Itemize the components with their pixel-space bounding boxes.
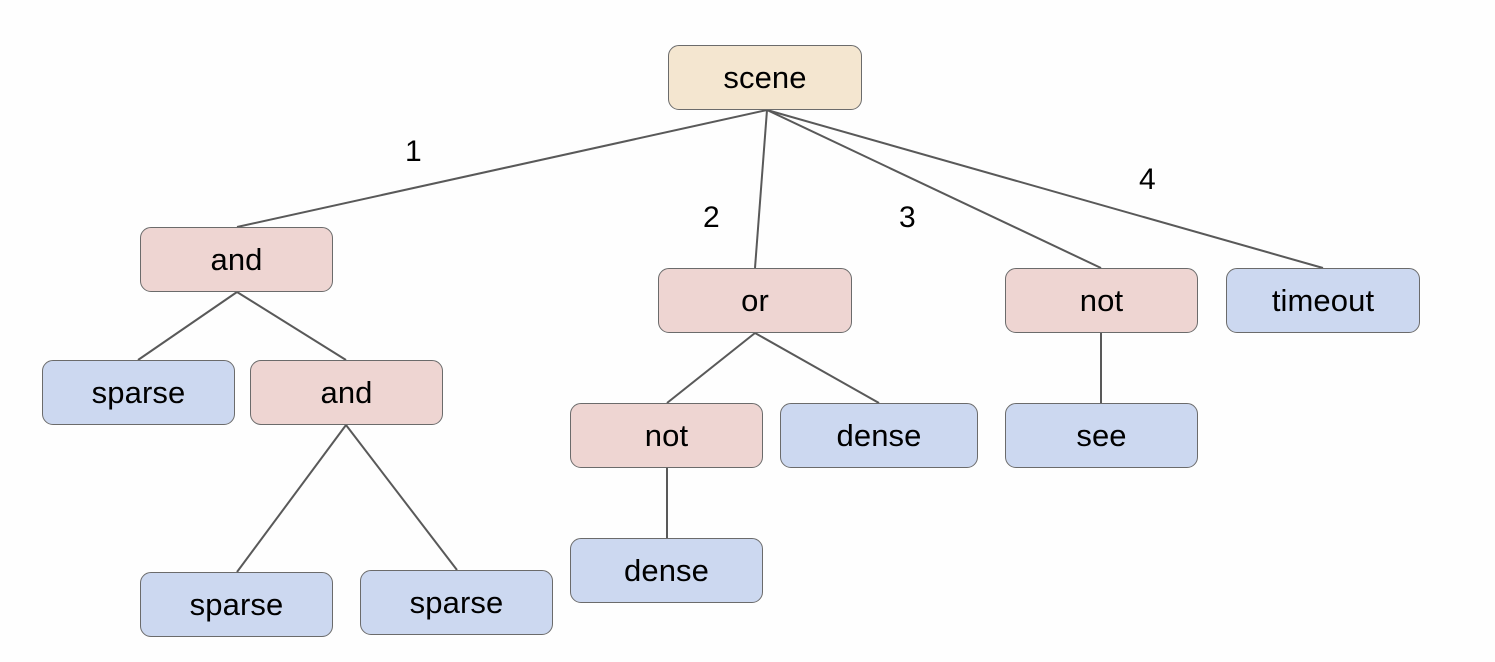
edge-scene-to-and1: [236, 109, 768, 228]
edge-and1-to-sparse1: [137, 291, 238, 361]
node-see1[interactable]: see: [1005, 403, 1198, 468]
edge-label-4: 4: [1139, 163, 1156, 196]
node-dense2[interactable]: dense: [570, 538, 763, 603]
edge-scene-to-or1: [754, 109, 768, 269]
edge-or1-to-dense1: [754, 332, 880, 404]
node-sparse3[interactable]: sparse: [360, 570, 553, 635]
node-not2[interactable]: not: [570, 403, 763, 468]
node-scene[interactable]: scene: [668, 45, 862, 110]
edge-or1-to-not2: [666, 332, 756, 404]
edge-and1-to-and2: [236, 291, 347, 361]
node-timeout1[interactable]: timeout: [1226, 268, 1420, 333]
node-dense1[interactable]: dense: [780, 403, 978, 468]
node-sparse2[interactable]: sparse: [140, 572, 333, 637]
edge-label-1: 1: [405, 135, 422, 168]
node-and2[interactable]: and: [250, 360, 443, 425]
node-sparse1[interactable]: sparse: [42, 360, 235, 425]
edge-label-3: 3: [899, 201, 916, 234]
node-and1[interactable]: and: [140, 227, 333, 292]
edge-scene-to-not1: [766, 109, 1102, 269]
edge-label-2: 2: [703, 201, 720, 234]
edge-and2-to-sparse2: [236, 424, 347, 573]
node-not1[interactable]: not: [1005, 268, 1198, 333]
edge-and2-to-sparse3: [345, 424, 458, 571]
edge-scene-to-timeout1: [766, 109, 1324, 269]
node-or1[interactable]: or: [658, 268, 852, 333]
